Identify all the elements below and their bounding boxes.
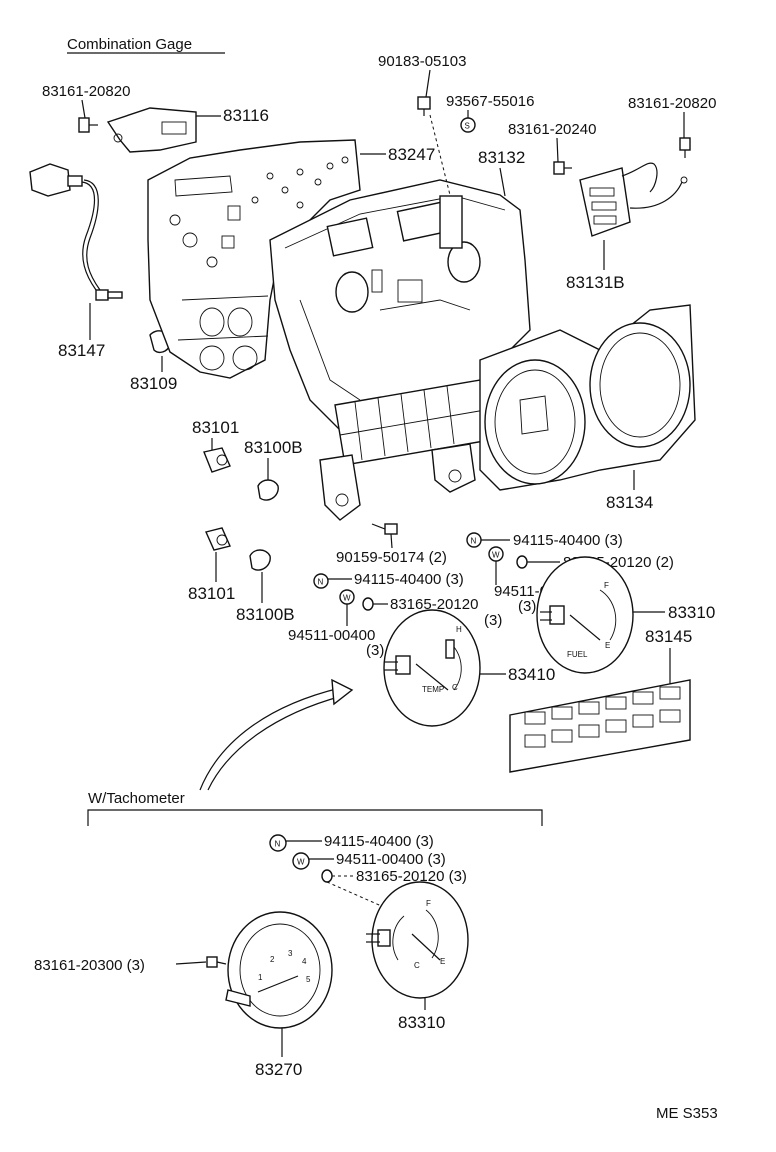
printed-socket-83131B (579, 162, 688, 237)
socket-wire-83147 (29, 163, 123, 301)
label-94511-00400-upper-qty: (3) (518, 598, 536, 615)
label-83270: 83270 (255, 1060, 302, 1079)
label-83109: 83109 (130, 374, 177, 393)
label-83161-20240: 83161-20240 (508, 121, 596, 138)
svg-text:E: E (605, 641, 610, 650)
label-83100B-lower: 83100B (236, 605, 295, 624)
grommet-83165-upper (516, 555, 528, 569)
temp-gauge-83410: TEMP H C (383, 609, 481, 727)
screw-83161-20240 (553, 161, 572, 175)
label-83131B: 83131B (566, 273, 625, 292)
label-83145: 83145 (645, 627, 692, 646)
label-83161-20300: 83161-20300 (3) (34, 957, 145, 974)
case-83132 (269, 179, 531, 521)
svg-text:C: C (414, 961, 420, 970)
label-94115-40400-upper: 94115-40400 (3) (513, 532, 623, 549)
svg-text:N: N (318, 578, 324, 587)
svg-text:4: 4 (302, 957, 307, 966)
nut-symbol-middle: N (313, 573, 329, 589)
label-83165-20120-middle: 83165-20120 (390, 596, 478, 613)
printed-circuit-83247 (147, 139, 361, 379)
svg-text:S: S (465, 122, 470, 131)
socket-83101-upper (203, 447, 231, 473)
hood-83134 (479, 304, 696, 491)
drawing-code: ME S353 (656, 1105, 718, 1122)
label-94511-00400-middle: 94511-00400 (288, 627, 375, 644)
label-90183-05103: 90183-05103 (378, 53, 466, 70)
screw-83161-20300 (206, 956, 227, 968)
diagram-title: Combination Gage (67, 36, 192, 53)
svg-text:N: N (275, 840, 281, 849)
socket-83101-lower (205, 527, 231, 551)
screw-90183-05103 (417, 96, 431, 116)
label-83310-upper: 83310 (668, 603, 715, 622)
label-83132: 83132 (478, 148, 525, 167)
svg-text:W: W (343, 594, 351, 603)
label-83165-20120-lower: 83165-20120 (3) (356, 868, 467, 885)
svg-text:5: 5 (306, 975, 311, 984)
section-bracket (87, 809, 543, 826)
label-94115-40400-lower: 94115-40400 (3) (324, 833, 434, 850)
label-83101-upper: 83101 (192, 418, 239, 437)
fuel-temp-gauge-83310-lower: F E C (366, 881, 469, 999)
svg-text:N: N (471, 537, 477, 546)
label-94115-40400-middle: 94115-40400 (3) (354, 571, 464, 588)
leader-90183-dashed (429, 114, 451, 196)
label-83134: 83134 (606, 493, 653, 512)
label-83101-lower: 83101 (188, 584, 235, 603)
washer-symbol-upper: W (488, 546, 504, 562)
label-83165-20120-middle-qty: (3) (484, 612, 502, 629)
bulb-83100B-lower (249, 549, 271, 571)
label-93567-55016: 93567-55016 (446, 93, 534, 110)
label-83410: 83410 (508, 665, 555, 684)
bolt-83161-20820-left (78, 117, 98, 133)
washer-symbol-lower: W (292, 852, 310, 870)
bulb-83100B-upper (257, 479, 279, 501)
nut-symbol-lower: N (269, 834, 287, 852)
label-83247: 83247 (388, 145, 435, 164)
screw-symbol-93567: S (460, 117, 476, 133)
svg-text:F: F (604, 581, 609, 590)
label-83116: 83116 (223, 106, 269, 125)
bracket-83116 (106, 107, 197, 153)
label-94511-00400-middle-qty: (3) (366, 642, 384, 659)
curved-arrow (199, 678, 354, 791)
svg-text:E: E (440, 957, 445, 966)
svg-text:3: 3 (288, 949, 293, 958)
washer-symbol-middle: W (339, 589, 355, 605)
fuel-gauge-83310-upper: FUEL F E (536, 556, 634, 674)
svg-text:FUEL: FUEL (567, 650, 588, 659)
nut-symbol-upper: N (466, 532, 482, 548)
label-90159-50174: 90159-50174 (2) (336, 549, 447, 566)
plate-83145 (509, 679, 691, 773)
label-94511-00400-lower: 94511-00400 (3) (336, 851, 446, 868)
svg-text:TEMP: TEMP (422, 685, 444, 694)
grommet-83165-middle (362, 597, 374, 611)
section-label-w-tachometer: W/Tachometer (88, 790, 185, 807)
svg-text:2: 2 (270, 955, 275, 964)
svg-text:W: W (492, 551, 500, 560)
label-83147: 83147 (58, 341, 105, 360)
label-83310-lower: 83310 (398, 1013, 445, 1032)
bolt-83161-20820-right (679, 137, 691, 158)
label-83100B-upper: 83100B (244, 438, 303, 457)
tachometer-83270: 1 2 3 4 5 (225, 911, 333, 1029)
grommet-83165-lower (321, 869, 333, 883)
svg-text:F: F (426, 899, 431, 908)
screw-90159-50174 (371, 523, 398, 535)
label-83161-20820-left: 83161-20820 (42, 83, 130, 100)
label-83161-20820-right: 83161-20820 (628, 95, 716, 112)
svg-text:1: 1 (258, 973, 263, 982)
svg-text:H: H (456, 625, 462, 634)
svg-text:W: W (297, 858, 305, 867)
svg-text:C: C (452, 683, 458, 692)
